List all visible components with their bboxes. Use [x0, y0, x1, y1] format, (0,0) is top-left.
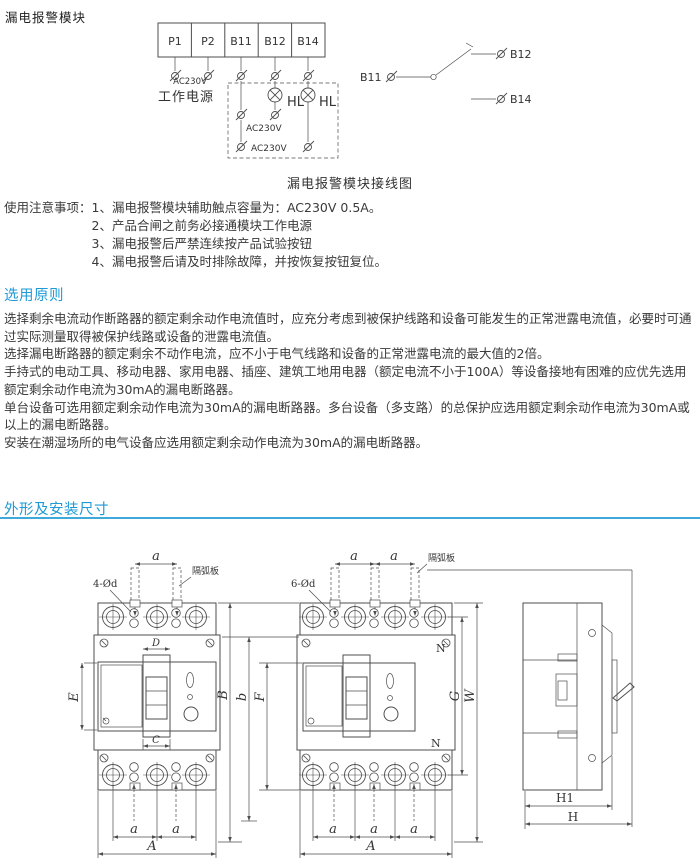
dim-label-a: a — [370, 822, 378, 837]
selection-paragraph: 选择剩余电流动作断路器的额定剩余动作电流值时，应充分考虑到被保护线路和设备可能发… — [4, 311, 692, 344]
dim-label-a: a — [410, 822, 418, 837]
height-dimension-lines: B b F — [216, 602, 302, 843]
arc-plate-label: 隔弧板 — [192, 565, 219, 577]
mounting-holes-label: 4-Ød — [93, 579, 118, 590]
mounting-holes-label: 6-Ød — [291, 579, 316, 590]
front-view-4p: a a 隔弧板 6-Ød — [291, 549, 632, 858]
wiring-diagram: P1 P2 B11 B12 B14 AC230V 工作电源 — [157, 22, 532, 192]
dim-label-A: A — [365, 839, 375, 854]
dim-label-c: C — [152, 735, 160, 746]
usage-note-item: 1、漏电报警模块辅助触点容量为：AC230V 0.5A。 — [91, 200, 382, 215]
dim-label-h: H — [568, 810, 578, 824]
usage-notes: 使用注意事项： 1、漏电报警模块辅助触点容量为：AC230V 0.5A。 2、产… — [4, 199, 387, 271]
alarm-lamp-circuit: HL HL AC230V AC230V — [227, 57, 339, 159]
power-voltage-label: AC230V — [173, 77, 207, 87]
dim-label-a: a — [390, 549, 398, 564]
arc-plate-label: 隔弧板 — [428, 552, 455, 564]
dim-label-d: D — [151, 638, 160, 649]
dim-label-b: b — [235, 693, 250, 701]
dim-label-a: a — [350, 549, 358, 564]
dim-label-a: a — [152, 549, 160, 564]
neutral-pole-label: N — [431, 737, 441, 750]
usage-notes-lead: 使用注意事项： — [4, 200, 92, 215]
terminal-b12: B12 — [264, 35, 286, 48]
usage-note-item: 2、产品合闸之前务必接通模块工作电源 — [91, 218, 312, 233]
terminal-p2: P2 — [201, 35, 215, 48]
switch-b14-label: B14 — [510, 93, 532, 106]
alarm-lamp-icon — [267, 87, 283, 103]
selection-principles-section: 选用原则 选择剩余电流动作断路器的额定剩余动作电流值时，应充分考虑到被保护线路和… — [4, 284, 696, 452]
power-supply-wiring: AC230V 工作电源 — [158, 57, 215, 105]
usage-note-item: 4、漏电报警后请及时排除故障，并按恢复按钮复位。 — [91, 254, 387, 269]
dim-label-h1: H1 — [556, 791, 574, 805]
front-view-3p: a 4-Ød 隔弧板 — [67, 549, 221, 858]
terminal-b14: B14 — [297, 35, 319, 48]
switch-b11-label: B11 — [360, 71, 382, 84]
dim-label-A: A — [146, 839, 156, 854]
section-divider — [0, 517, 700, 519]
wiring-caption: 漏电报警模块接线图 — [287, 176, 413, 192]
usage-note-item: 3、漏电报警后严禁连续按产品试验按钮 — [91, 236, 312, 251]
dim-label-F: F — [253, 692, 268, 703]
outline-dimension-drawings: a 4-Ød 隔弧板 — [67, 549, 635, 858]
terminal-p1: P1 — [168, 35, 182, 48]
dimensions-heading: 外形及安装尺寸 — [4, 502, 109, 518]
dim-label-a: a — [130, 822, 138, 837]
terminal-b11: B11 — [230, 35, 252, 48]
box-voltage-1: AC230V — [246, 124, 282, 134]
switch-b12-label: B12 — [510, 48, 532, 61]
selection-paragraph: 选择漏电断路器的额定剩余不动作电流，应不小于电气线路和设备的正常泄露电流的最大值… — [4, 346, 550, 362]
selection-paragraph: 安装在潮湿场所的电气设备应选用额定剩余动作电流为30mA的漏电断路器。 — [4, 434, 429, 450]
neutral-pole-label: N — [436, 642, 446, 655]
lamp-label-hl2: HL — [319, 95, 337, 110]
dim-label-e: E — [67, 692, 82, 703]
power-supply-label: 工作电源 — [158, 90, 214, 105]
aux-switch-diagram: B11 B12 B14 — [360, 42, 532, 106]
terminal-block: P1 P2 B11 B12 B14 — [157, 22, 326, 58]
selection-paragraph: 手持式的电动工具、移动电器、家用电器、插座、建筑工地用电器（额定电流不小于100… — [4, 364, 687, 397]
dim-label-G: G — [448, 691, 463, 701]
page-title: 漏电报警模块 — [5, 10, 87, 25]
lamp-label-hl1: HL — [287, 95, 305, 110]
selection-paragraph: 单台设备可选用额定剩余动作电流为30mA的漏电断路器。多台设备（多支路）的总保护… — [4, 399, 690, 433]
dim-label-W: W — [463, 688, 478, 703]
box-voltage-2: AC230V — [251, 144, 287, 154]
dim-label-a: a — [329, 822, 337, 837]
side-view: H1 H — [522, 570, 635, 829]
dim-label-B: B — [216, 690, 231, 701]
dim-label-a: a — [172, 822, 180, 837]
selection-heading: 选用原则 — [4, 288, 64, 304]
